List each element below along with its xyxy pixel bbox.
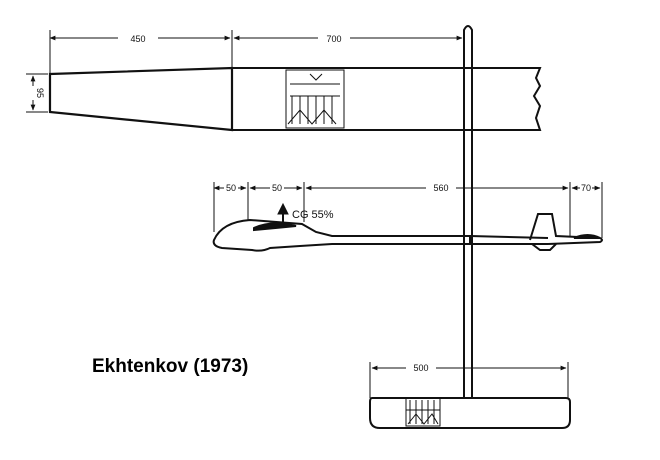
fuselage-wing-section — [253, 222, 297, 232]
drawing-caption: Ekhtenkov (1973) — [92, 356, 249, 377]
fuselage-stabilizer-section — [573, 234, 601, 239]
dim-fuselage-seg-4: 70 — [581, 183, 591, 193]
dim-fuselage-seg-3: 560 — [433, 183, 448, 193]
wing-dimensions — [26, 30, 463, 113]
cg-label: CG 55% — [292, 209, 334, 221]
dim-wing-center-length: 700 — [326, 34, 341, 44]
dim-stabilizer-span: 500 — [413, 363, 428, 373]
fuselage-side-view — [212, 213, 603, 252]
dim-wing-tip-length: 450 — [130, 34, 145, 44]
stabilizer-dimensions — [369, 362, 569, 398]
fuselage-fin — [529, 213, 601, 251]
wing-tip-panel — [48, 66, 234, 132]
dim-wing-chord: 95 — [35, 88, 45, 98]
dim-fuselage-seg-1: 50 — [226, 183, 236, 193]
stabilizer-plan-view — [369, 397, 571, 429]
stabilizer-rib-detail — [405, 397, 441, 427]
tail-boom — [463, 25, 473, 398]
wing-rib-detail — [285, 69, 345, 129]
wing-center-panel — [232, 67, 542, 131]
cg-marker — [277, 202, 289, 222]
fuselage-dimensions — [213, 182, 603, 238]
wing-plan-view — [48, 66, 542, 132]
fuselage-nose-pod — [212, 218, 471, 252]
dim-fuselage-seg-2: 50 — [272, 183, 282, 193]
